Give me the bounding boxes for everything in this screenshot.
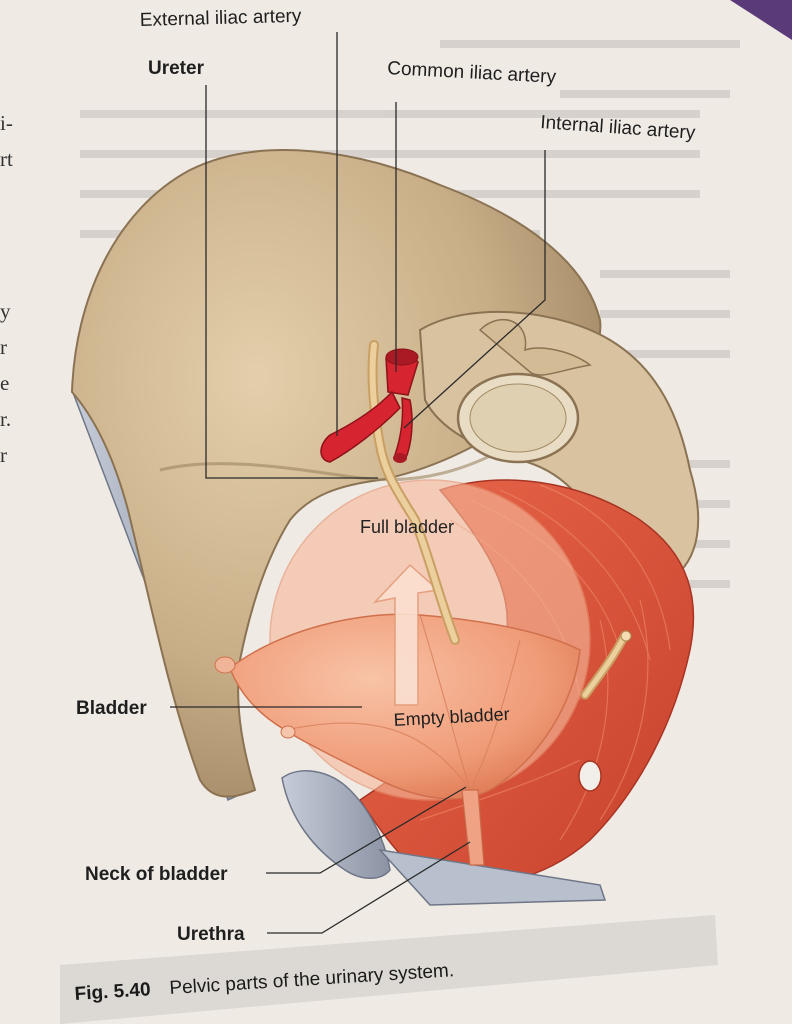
internal-iliac-cut [393, 453, 407, 463]
vertebral-disc [469, 383, 567, 453]
ureter-far-end [620, 630, 632, 642]
margin-fragment: i- [0, 111, 13, 135]
leader-urethra [267, 841, 471, 934]
bladder-surface-lines [284, 614, 521, 791]
perineal-membrane [378, 848, 607, 906]
caption-band: Fig. 5.40 Pelvic parts of the urinary sy… [60, 915, 718, 1024]
caption-background [60, 915, 718, 1024]
ureter-opening [280, 725, 296, 739]
ureter-far-highlight [582, 632, 628, 698]
margin-fragment: r [0, 443, 7, 467]
artery-cut [385, 348, 419, 366]
label-urethra: Urethra [177, 924, 245, 945]
urethra-tube [461, 789, 485, 866]
label-neck-of-bladder: Neck of bladder [85, 864, 228, 885]
label-ureter: Ureter [148, 58, 205, 79]
label-external-iliac-artery: External iliac artery [140, 6, 303, 31]
margin-fragment: e [0, 371, 9, 395]
pelvis-illustration [70, 149, 700, 906]
leader-lines [170, 32, 546, 934]
page-corner [730, 0, 792, 40]
pubic-symphysis [281, 770, 391, 879]
external-iliac-artery-shape [320, 390, 401, 463]
label-bladder: Bladder [76, 698, 147, 719]
urachus [214, 656, 236, 674]
ureter-highlight [369, 342, 458, 643]
leader-internal-iliac [403, 150, 546, 429]
filling-arrow [372, 563, 440, 706]
leader-ureter [205, 85, 378, 479]
margin-fragment: rt [0, 147, 13, 171]
label-full-bladder: Full bladder [360, 517, 454, 537]
caption-figure-number: Fig. 5.40 [74, 979, 151, 1005]
margin-fragment: r. [0, 407, 11, 431]
left-margin-text: i- rt y r e r. r [0, 111, 13, 467]
leader-neck [266, 786, 467, 874]
margin-fragment: r [0, 335, 7, 359]
margin-fragment: y [0, 299, 11, 323]
foramen [578, 760, 602, 792]
